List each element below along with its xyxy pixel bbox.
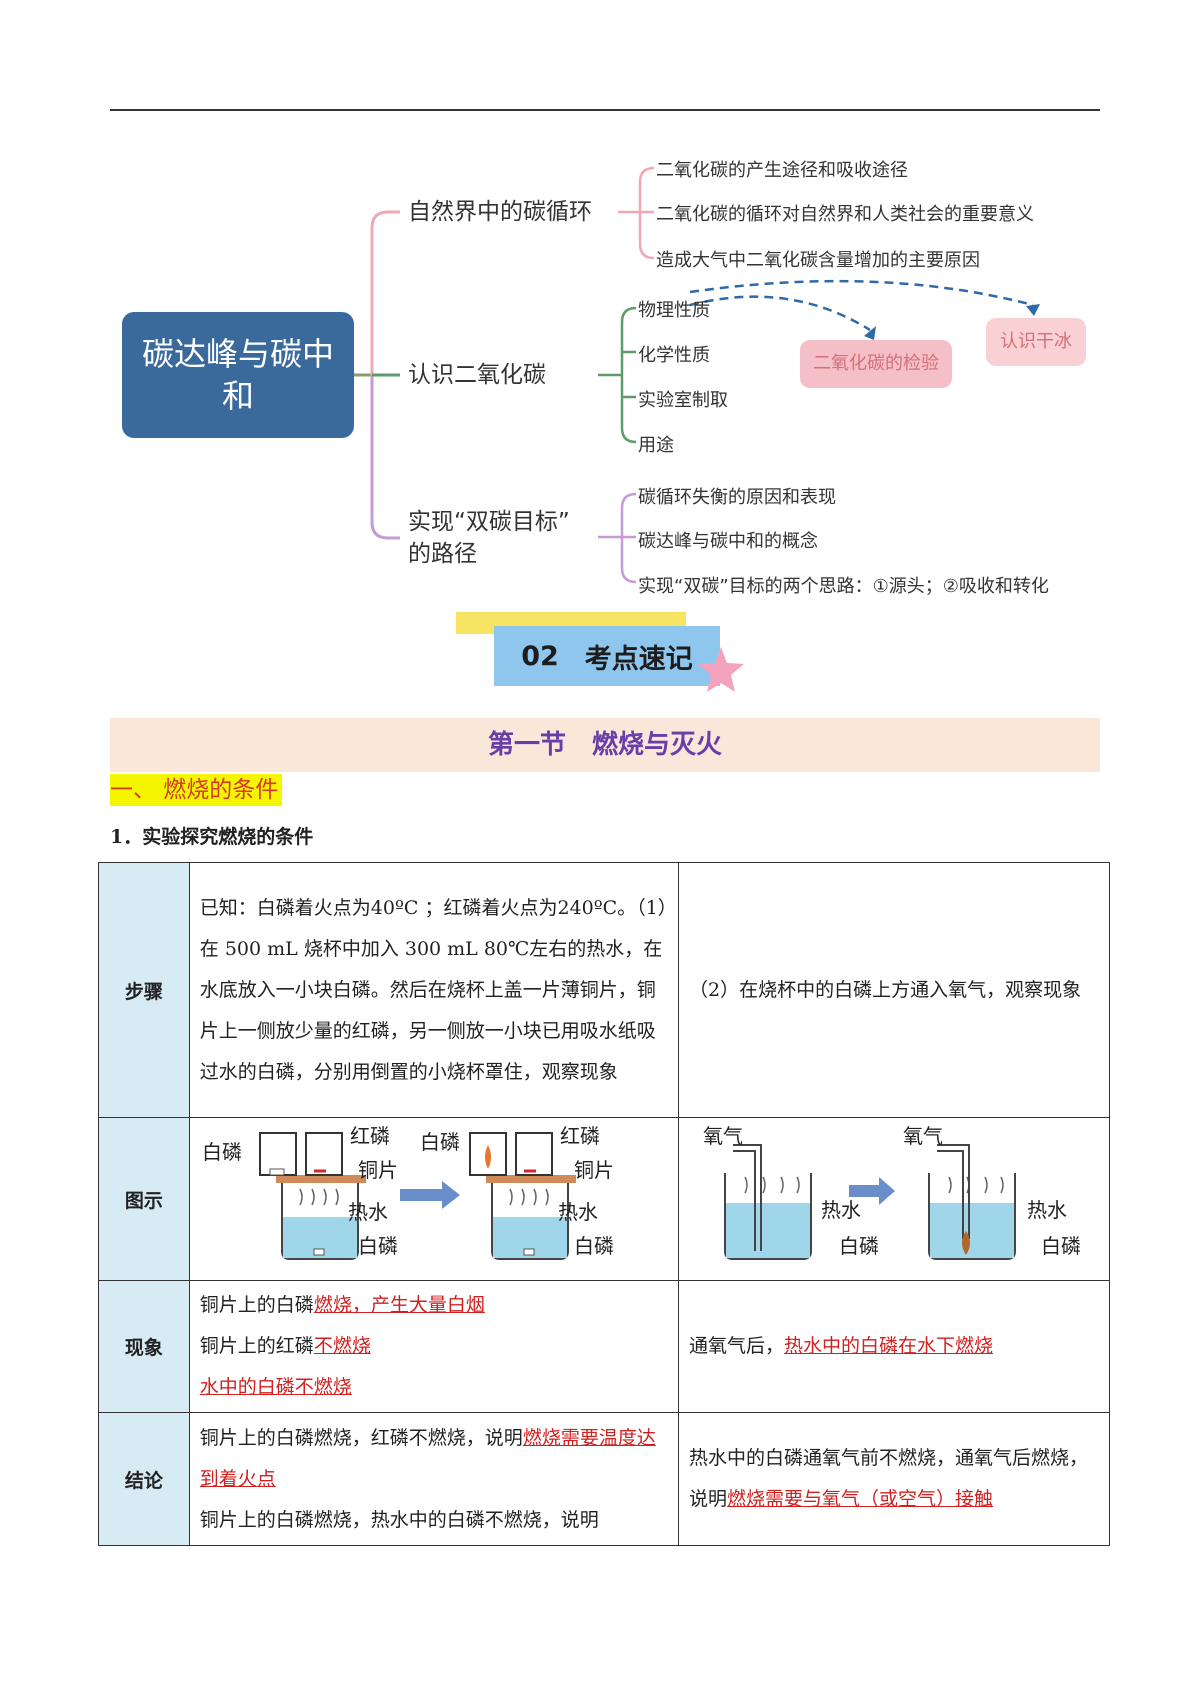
header-rule: [110, 109, 1100, 111]
leaf-item: 二氧化碳的循环对自然界和人类社会的重要意义: [656, 204, 1034, 225]
branch-dual-carbon-line2: 的路径: [408, 541, 477, 567]
text: 铜片上的白磷: [199, 1294, 314, 1316]
label-oxygen: 氧气: [903, 1124, 943, 1148]
label-copper: 铜片: [574, 1158, 614, 1182]
answer-text: 燃烧需要与氧气（或空气）接触: [727, 1488, 994, 1510]
tag-dry-ice: 认识干冰: [986, 318, 1086, 366]
leaf-item: 实验室制取: [638, 390, 728, 411]
label-hot-water: 热水: [558, 1200, 598, 1224]
leaf-item: 二氧化碳的产生途径和吸收途径: [656, 160, 908, 181]
answer-text: 水中的白磷不燃烧: [199, 1376, 352, 1398]
leaf-item: 碳循环失衡的原因和表现: [638, 487, 836, 508]
table-row: 现象 铜片上的白磷燃烧，产生大量白烟 铜片上的红磷不燃烧 水中的白磷不燃烧 通氧…: [98, 1280, 1110, 1413]
table-row: 图示: [98, 1117, 1110, 1281]
heading-level1: 一、 燃烧的条件: [110, 774, 283, 806]
leaf-item: 用途: [638, 435, 674, 456]
answer-text: 燃烧，产生大量白烟: [313, 1294, 485, 1316]
label-copper: 铜片: [358, 1158, 398, 1182]
mind-map: 碳达峰与碳中和 自然界中的碳循环 认识二氧化碳 实现“双碳目标” 的路径 二氧化…: [0, 0, 1200, 620]
mind-map-connectors: [354, 166, 1040, 584]
step-left: 已知：白磷着火点为40ºC ；红磷着火点为240ºC。（1）在 500 mL 烧…: [188, 862, 680, 1118]
row-label-conclusion: 结论: [98, 1412, 190, 1546]
section-badge: 02 考点速记: [494, 626, 720, 686]
row-label-figure: 图示: [98, 1117, 190, 1281]
row-label-phenomenon: 现象: [98, 1280, 190, 1413]
figure-left: 白磷 红磷 铜片 热水 白磷 白磷 红磷 铜片 热水 白磷: [188, 1117, 680, 1281]
label-oxygen: 氧气: [703, 1124, 743, 1148]
label-red-phosphorus: 红磷: [560, 1124, 600, 1148]
badge-number: 02: [521, 640, 559, 672]
star-icon: [698, 647, 744, 692]
leaf-item: 造成大气中二氧化碳含量增加的主要原因: [656, 250, 980, 271]
branch-dual-carbon: 实现“双碳目标” 的路径: [408, 506, 570, 570]
label-hot-water: 热水: [821, 1198, 861, 1222]
leaf-item: 实现“双碳”目标的两个思路：①源头；②吸收和转化: [638, 576, 1049, 597]
branch-co2: 认识二氧化碳: [408, 362, 546, 388]
branch-dual-carbon-line1: 实现“双碳目标”: [408, 509, 570, 535]
label-white-phosphorus: 白磷: [1041, 1234, 1081, 1258]
table-row: 结论 铜片上的白磷燃烧，红磷不燃烧，说明燃烧需要温度达到着火点 铜片上的白磷燃烧…: [98, 1412, 1110, 1546]
text: 通氧气后，: [689, 1335, 785, 1357]
text: 铜片上的白磷燃烧，热水中的白磷不燃烧，说明: [199, 1508, 599, 1531]
label-white-phosphorus: 白磷: [420, 1130, 460, 1154]
heading-level2: 1．实验探究燃烧的条件: [110, 826, 314, 848]
label-white-phosphorus: 白磷: [839, 1234, 879, 1258]
answer-text: 不燃烧: [313, 1335, 371, 1357]
leaf-item: 碳达峰与碳中和的概念: [638, 531, 818, 552]
figure-right: 氧气 热水 白磷 氧气 热水 白磷: [678, 1117, 1110, 1281]
label-red-phosphorus: 红磷: [350, 1124, 390, 1148]
experiment-table: 步骤 已知：白磷着火点为40ºC ；红磷着火点为240ºC。（1）在 500 m…: [98, 862, 1110, 1546]
mind-map-root: 碳达峰与碳中和: [122, 312, 354, 438]
badge-title: 考点速记: [584, 643, 693, 675]
branch-carbon-cycle: 自然界中的碳循环: [408, 199, 592, 225]
phenomenon-right: 通氧气后，热水中的白磷在水下燃烧: [678, 1280, 1110, 1413]
text: 铜片上的白磷燃烧，红磷不燃烧，说明: [199, 1426, 523, 1449]
step-right: （2）在烧杯中的白磷上方通入氧气，观察现象: [678, 862, 1110, 1118]
text: 铜片上的红磷: [199, 1335, 314, 1357]
apparatus-diagram-right: 氧气 热水 白磷 氧气 热水 白磷: [703, 1124, 1081, 1260]
conclusion-left: 铜片上的白磷燃烧，红磷不燃烧，说明燃烧需要温度达到着火点 铜片上的白磷燃烧，热水…: [188, 1412, 680, 1546]
text: 热水中的白磷通氧气前不燃烧，通氧气后燃烧，说明: [689, 1447, 1089, 1510]
leaf-item: 物理性质: [638, 300, 710, 321]
table-row: 步骤 已知：白磷着火点为40ºC ；红磷着火点为240ºC。（1）在 500 m…: [98, 862, 1110, 1118]
row-label-step: 步骤: [98, 862, 190, 1118]
label-hot-water: 热水: [348, 1200, 388, 1224]
label-white-phosphorus: 白磷: [358, 1234, 398, 1258]
phenomenon-left: 铜片上的白磷燃烧，产生大量白烟 铜片上的红磷不燃烧 水中的白磷不燃烧: [188, 1280, 680, 1413]
answer-text: 燃烧需要温度达到着火点: [199, 1426, 656, 1490]
label-white-phosphorus: 白磷: [202, 1140, 242, 1164]
section-title: 第一节 燃烧与灭火: [110, 718, 1100, 772]
label-white-phosphorus: 白磷: [574, 1234, 614, 1258]
answer-text: 热水中的白磷在水下燃烧: [784, 1335, 994, 1357]
leaf-item: 化学性质: [638, 345, 710, 366]
label-hot-water: 热水: [1027, 1198, 1067, 1222]
apparatus-diagram-left: 白磷 红磷 铜片 热水 白磷 白磷 红磷 铜片 热水 白磷: [202, 1124, 614, 1260]
tag-co2-test: 二氧化碳的检验: [800, 340, 952, 388]
conclusion-right: 热水中的白磷通氧气前不燃烧，通氧气后燃烧，说明燃烧需要与氧气（或空气）接触: [678, 1412, 1110, 1546]
